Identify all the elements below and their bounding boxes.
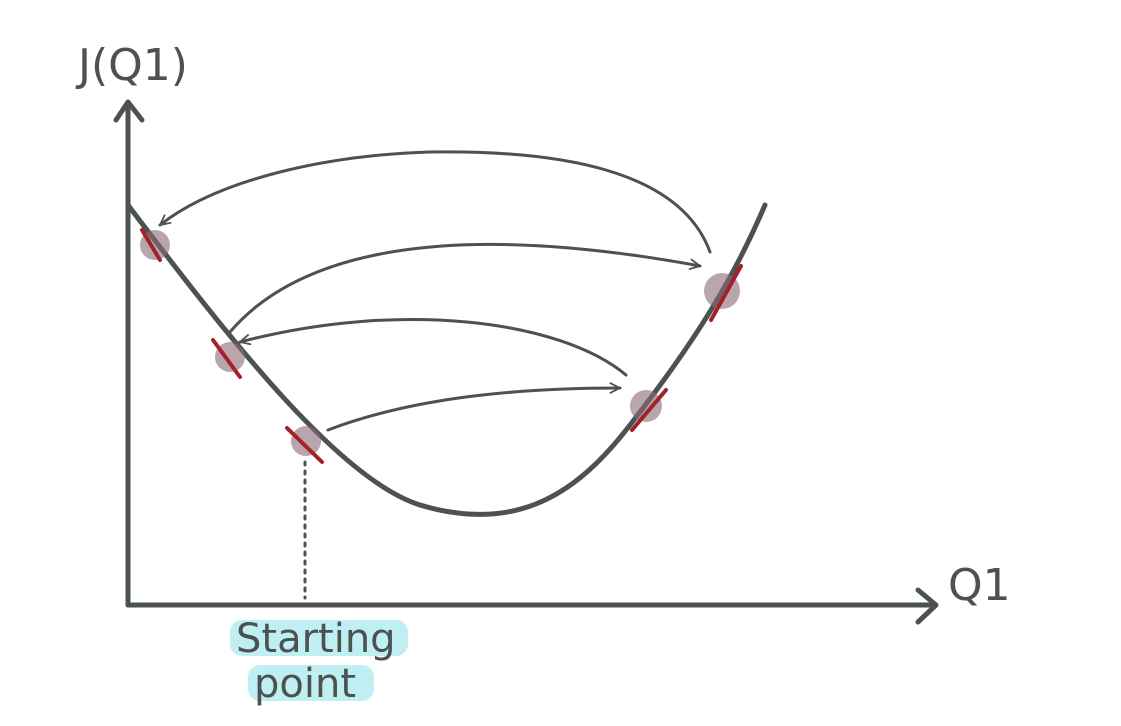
start-highlight-line2 (248, 665, 374, 701)
tangent-step-1-right (630, 388, 668, 432)
tangent-step-4-left (140, 228, 162, 262)
tangent-start (285, 426, 324, 464)
arrow-step-2-to-step-3 (228, 242, 702, 334)
point-step-2-left (215, 342, 245, 372)
point-start (291, 426, 321, 456)
point-step-1-right (630, 390, 662, 422)
start-label-line1: Starting (236, 616, 396, 662)
step-arrows (158, 150, 712, 432)
start-label-line2: point (254, 661, 356, 707)
tangent-step-2-left (211, 338, 242, 379)
start-highlight-line1 (230, 620, 408, 656)
starting-point-annotation: Starting point (230, 616, 408, 707)
tangent-marks (140, 228, 743, 464)
x-axis-label: Q1 (948, 560, 1011, 611)
y-axis-arrowhead (113, 99, 145, 123)
arrow-step-3-to-step-4 (158, 150, 712, 254)
tangent-step-3-right (709, 264, 743, 322)
axes (113, 99, 939, 625)
arrow-step-1-to-step-2 (238, 318, 628, 377)
y-axis-label: J(Q1) (75, 40, 188, 91)
cost-curve (125, 202, 768, 517)
descent-points (140, 230, 740, 456)
x-axis-arrowhead (915, 587, 939, 625)
arrow-start-to-step-1 (326, 382, 622, 432)
